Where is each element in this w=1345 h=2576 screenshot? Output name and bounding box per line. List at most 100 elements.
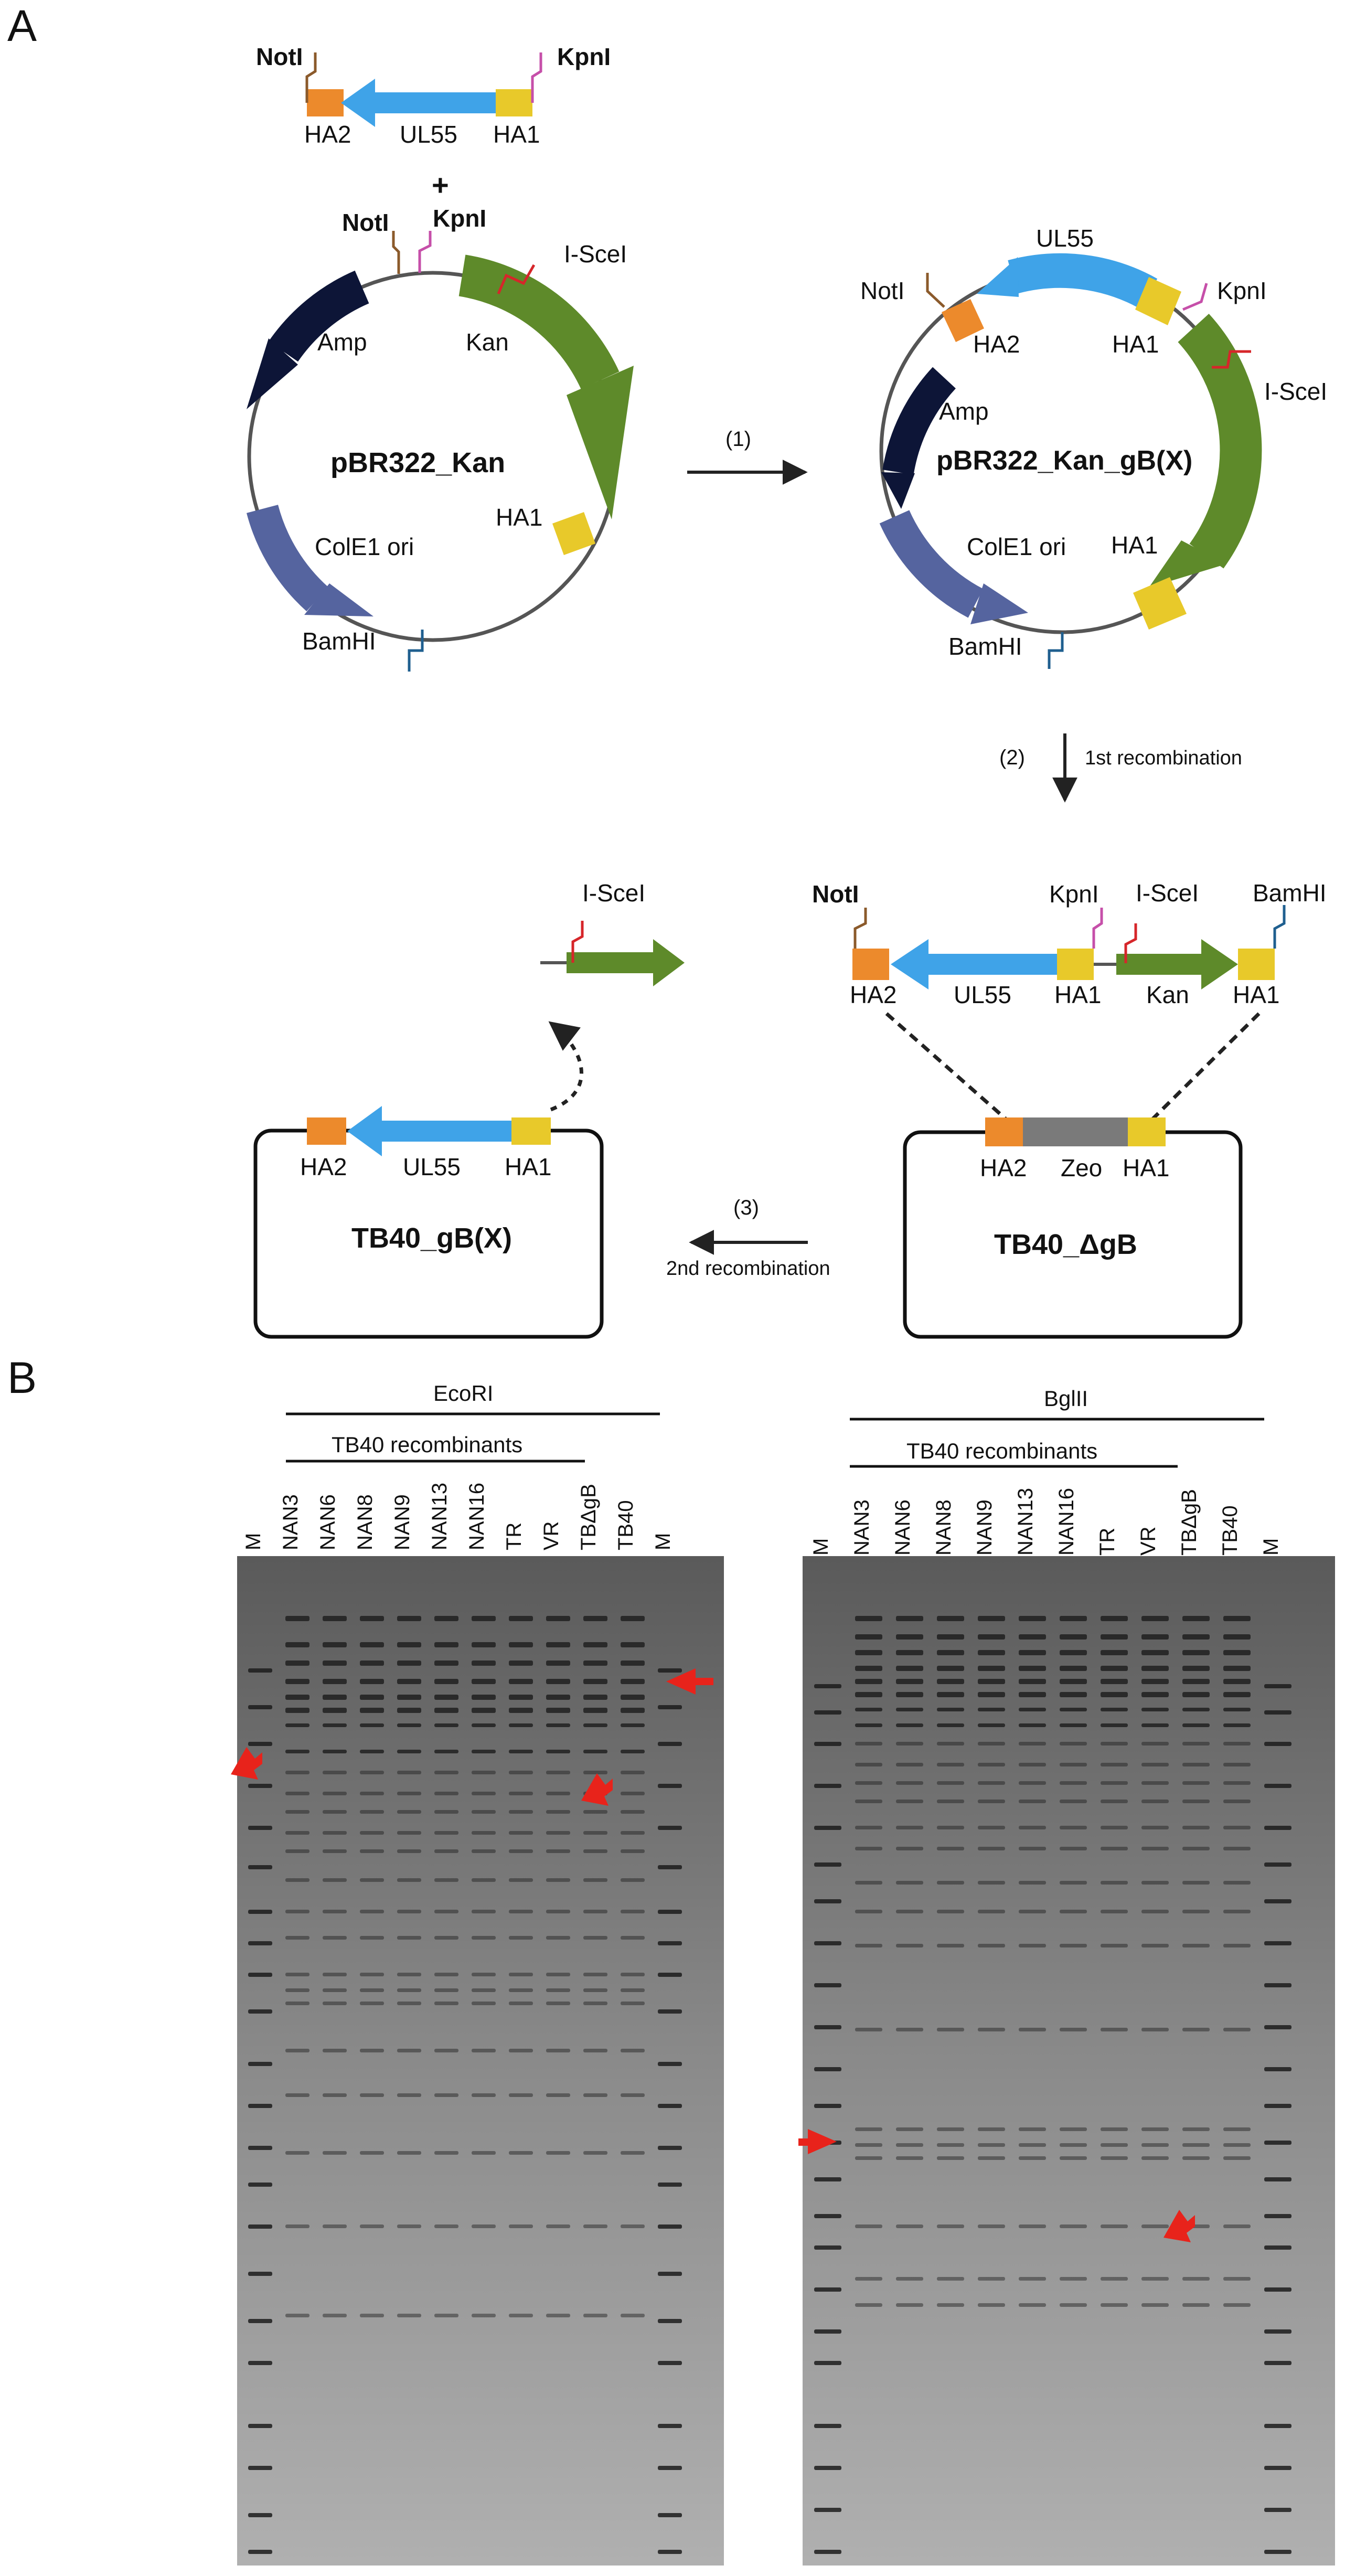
plasmid2-ha1-top xyxy=(1135,277,1181,325)
gel-band xyxy=(248,2146,272,2150)
gel-band xyxy=(1060,2127,1087,2131)
gel-band xyxy=(896,2028,923,2031)
gel-band xyxy=(546,1878,570,1882)
gel-band xyxy=(285,1771,309,1774)
gel-band xyxy=(546,2151,570,2155)
gel-band xyxy=(1223,1763,1251,1766)
gel-band xyxy=(658,1742,682,1746)
gel-band xyxy=(1060,1847,1087,1850)
gel-band xyxy=(658,2319,682,2323)
gel-band xyxy=(621,1849,645,1853)
gel-band xyxy=(323,2224,347,2228)
gel-band xyxy=(285,1750,309,1753)
gel-band xyxy=(1101,1763,1128,1766)
gel-band xyxy=(472,2151,496,2155)
gel-band xyxy=(658,2550,682,2554)
gel-band xyxy=(583,1723,607,1727)
gel-band xyxy=(248,1826,272,1830)
gel-band xyxy=(814,2329,841,2334)
gel-band xyxy=(1019,2028,1046,2031)
gel-band xyxy=(397,2224,421,2228)
gel-band xyxy=(583,1771,607,1774)
gel-band xyxy=(1019,1666,1046,1671)
gel-band xyxy=(937,1666,964,1671)
gel-band xyxy=(814,2214,841,2218)
gel-band xyxy=(509,1973,533,1976)
gel-band xyxy=(583,1936,607,1940)
plasmid2-kpni-site xyxy=(1182,283,1208,311)
gel-band xyxy=(621,1973,645,1976)
gel-band xyxy=(621,1910,645,1913)
gel-band xyxy=(323,1910,347,1913)
gel-band xyxy=(546,1616,570,1621)
gel-band xyxy=(1101,2028,1128,2031)
gel-band xyxy=(978,1881,1005,1885)
gel-band xyxy=(434,2224,458,2228)
gel-band xyxy=(583,2314,607,2317)
plasmid-pbr322-kan-gbx: UL55 NotI KpnI HA2 HA1 I-SceI Amp pBR322… xyxy=(860,225,1327,669)
gel-band xyxy=(1264,1742,1291,1746)
gel-band xyxy=(1060,1666,1087,1671)
gel2-image xyxy=(803,1556,1335,2566)
gel-band xyxy=(1101,1616,1128,1621)
gel-band xyxy=(1101,1634,1128,1640)
gel-band xyxy=(1060,1944,1087,1947)
gel-band xyxy=(621,1771,645,1774)
gel-band xyxy=(978,1679,1005,1684)
gel-band xyxy=(814,2025,841,2029)
gel-band xyxy=(855,1847,882,1850)
gel-band xyxy=(583,2093,607,2097)
gel-band xyxy=(434,1616,458,1621)
plasmid1-kpni-label: KpnI xyxy=(433,205,486,232)
gel-band xyxy=(855,2277,882,2281)
gel-band xyxy=(434,1771,458,1774)
gel-band xyxy=(814,2287,841,2292)
gel-band xyxy=(1101,2156,1128,2160)
lane-label: M xyxy=(652,1533,675,1550)
gel-band xyxy=(248,2062,272,2066)
gel-band xyxy=(978,1723,1005,1727)
lane-label: NAN6 xyxy=(891,1499,914,1556)
gel-band xyxy=(1019,1826,1046,1829)
linear-kpni-label: KpnI xyxy=(1049,880,1099,908)
plasmid1-ori-label: ColE1 ori xyxy=(315,533,414,560)
gel-band xyxy=(323,1988,347,1992)
homology-line-left xyxy=(885,1012,1009,1122)
gel-band xyxy=(621,2093,645,2097)
gel-band xyxy=(546,1695,570,1700)
gel-band xyxy=(1223,2028,1251,2031)
insert-noti-label: NotI xyxy=(256,43,303,70)
gel-band xyxy=(360,1708,384,1713)
gel-band xyxy=(937,2156,964,2160)
gel-band xyxy=(1101,1881,1128,1885)
gel-band xyxy=(1141,2224,1169,2228)
gel-band xyxy=(285,1810,309,1814)
gel-band xyxy=(583,1988,607,1992)
gel-band xyxy=(1060,1781,1087,1785)
gel-band xyxy=(1019,1763,1046,1766)
gel-band xyxy=(1264,2104,1291,2108)
gel-band xyxy=(1141,1692,1169,1697)
gel-band xyxy=(1019,1708,1046,1711)
plasmid1-iscei-label: I-SceI xyxy=(564,240,627,268)
gel-band xyxy=(855,1910,882,1913)
gel-band xyxy=(397,1679,421,1684)
gel-band xyxy=(285,1849,309,1853)
gel-band xyxy=(472,1723,496,1727)
plasmid2-ori-arc xyxy=(879,509,984,618)
gel-band xyxy=(472,1810,496,1814)
gel-band xyxy=(1019,1944,1046,1947)
gel-band xyxy=(1182,1826,1210,1829)
gel-band xyxy=(621,2314,645,2317)
gel-band xyxy=(1060,1708,1087,1711)
gel-band xyxy=(937,1650,964,1655)
plasmid2-kan-head xyxy=(1149,540,1226,588)
gel-band xyxy=(1223,1679,1251,1684)
ha1-box xyxy=(496,89,532,116)
plasmid2-noti-label: NotI xyxy=(860,277,904,304)
plasmid2-name: pBR322_Kan_gB(X) xyxy=(936,445,1192,476)
gel-band xyxy=(546,1849,570,1853)
gel-band xyxy=(1182,1616,1210,1621)
gel-band xyxy=(855,1723,882,1727)
plasmid1-amp-arc xyxy=(269,270,369,362)
